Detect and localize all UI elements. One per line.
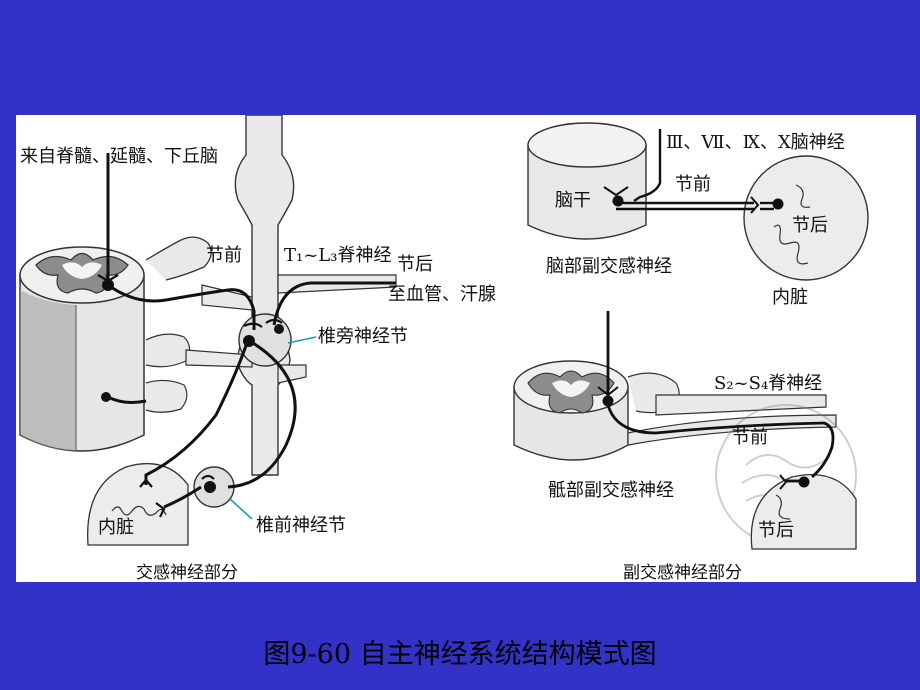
cranial-fibres — [616, 129, 776, 211]
sympathetic-trunk — [145, 115, 397, 476]
sympathetic-fibres — [106, 153, 396, 509]
viscera-bottom-shape — [750, 473, 857, 550]
viscera-top-shape — [743, 155, 869, 281]
label-spinal-nerves-right: S₂~S₄脊神经 — [714, 373, 822, 394]
synapse-marks-top — [603, 186, 760, 214]
label-spinal-nerves-left: T₁~L₃脊神经 — [284, 245, 391, 266]
synapse-marks-bottom — [597, 386, 788, 490]
neuron-bodies-top — [612, 195, 784, 210]
title-cranial: 脑部副交感神经 — [546, 256, 672, 277]
sacral-nerve-shape — [627, 372, 837, 446]
label-preganglionic-bottom: 节前 — [732, 427, 768, 448]
label-postganglionic-left: 节后 — [397, 254, 433, 275]
label-viscera-left: 内脏 — [98, 517, 134, 538]
label-prevertebral-ganglion: 椎前神经节 — [256, 515, 346, 536]
title-parasympathetic: 副交感神经部分 — [623, 563, 742, 582]
pointer-paravertebral — [287, 336, 317, 344]
autonomic-diagram: 来自脊髓、延髓、下丘脑 节前 T₁~L₃脊神经 节后 至血管、汗腺 椎旁神经节 … — [19, 115, 869, 582]
figure-caption: 图9-60 自主神经系统结构模式图 — [263, 639, 657, 670]
label-viscera-top: 内脏 — [772, 287, 808, 308]
sacral-spinal-cord-shape — [513, 360, 629, 461]
label-postganglionic-top: 节后 — [792, 215, 828, 236]
title-sacral: 骶部副交感神经 — [548, 480, 674, 501]
label-cranial-nerves: Ⅲ、Ⅶ、Ⅸ、Ⅹ脑神经 — [666, 132, 845, 153]
label-source: 来自脊髓、延髓、下丘脑 — [20, 146, 218, 167]
brainstem-shape — [527, 122, 647, 240]
neuron-bodies-bottom — [602, 395, 810, 488]
label-postganglionic-bottom: 节后 — [758, 520, 794, 541]
synapse-marks-left — [97, 274, 283, 518]
title-sympathetic: 交感神经部分 — [136, 563, 238, 582]
pointer-prevertebral — [229, 498, 253, 520]
label-preganglionic-left: 节前 — [206, 245, 242, 266]
diagram-panel: 来自脊髓、延髓、下丘脑 节前 T₁~L₃脊神经 节后 至血管、汗腺 椎旁神经节 … — [16, 115, 916, 582]
label-preganglionic-top: 节前 — [675, 174, 711, 195]
viscera-left-shape — [87, 463, 189, 546]
sacral-fibres — [606, 311, 835, 483]
neuron-bodies-left — [101, 279, 284, 493]
label-target: 至血管、汗腺 — [388, 284, 496, 305]
label-paravertebral-ganglion: 椎旁神经节 — [318, 326, 408, 347]
spinal-cord-cross-section-left — [19, 246, 145, 452]
label-brainstem: 脑干 — [555, 190, 591, 211]
